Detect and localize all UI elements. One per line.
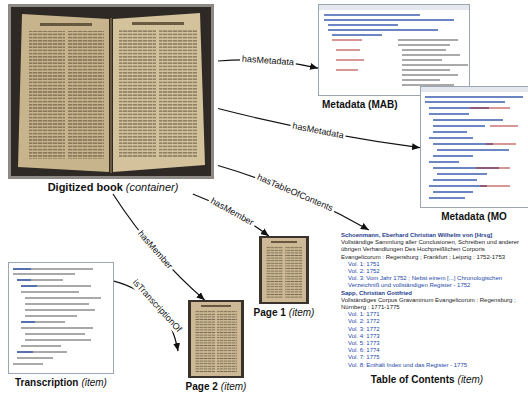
toc-volume: Vol. 6: 1774 [332, 347, 522, 354]
caption-title: Transcription [15, 376, 78, 389]
page-header [40, 23, 92, 26]
toc-title: Vollständige Sammlung aller Conclusionen… [332, 239, 522, 261]
code-lines [13, 269, 101, 364]
item-node: Page 2(item) [178, 300, 254, 393]
photo-background [11, 7, 211, 176]
relation-arrow [218, 109, 420, 148]
caption-title: Digitized book [48, 181, 123, 194]
page-text [217, 310, 237, 372]
code-lines [470, 108, 518, 186]
toc-volume: Vol. 7: 1775 [332, 354, 522, 361]
relation-label: hasTableOfContents [254, 171, 337, 215]
page-text [285, 246, 302, 298]
toc-volume: Vol. 3: 1772 [332, 326, 522, 333]
caption-kind: (item) [221, 380, 247, 393]
relation-arrow [114, 281, 178, 351]
book-photo [8, 4, 214, 179]
caption-title: Table of Contents [371, 373, 455, 386]
caption-kind: (container) [126, 181, 179, 194]
toc-author: Schoenmann, Eberhard Christian Wilhelm v… [332, 232, 522, 239]
relation-arrow [193, 194, 269, 236]
right-page [113, 13, 205, 172]
toc-volume: Vol. 2: 1772 [332, 318, 522, 325]
node-caption: Metadata (MAB) [318, 98, 470, 111]
page-text [159, 30, 197, 158]
page-text [266, 246, 283, 298]
page-header [271, 241, 297, 243]
mods-screenshot [420, 86, 528, 208]
item-node: Metadata (MO [420, 86, 528, 223]
scan-ground [259, 236, 309, 304]
page-text [119, 30, 156, 158]
transcription-screenshot [8, 262, 114, 374]
page-2-scan [188, 300, 244, 378]
code-lines [425, 97, 523, 198]
toc-volume: Vol. 8: Enthält Index und das Register -… [332, 362, 522, 369]
book-spine [110, 18, 112, 173]
caption-title: Metadata (MAB) [322, 98, 398, 111]
node-caption: Table of Contents(item) [330, 373, 524, 386]
caption-kind: (item) [458, 373, 484, 386]
code-lines [398, 40, 468, 85]
page-text [195, 310, 215, 372]
caption-title: Page 2 [186, 380, 218, 393]
page-header [132, 22, 184, 25]
toc-volume: Vol. 2: 1752 [332, 268, 522, 275]
page-header [201, 305, 231, 307]
screenshot-frame [421, 87, 528, 208]
relation-arrow [113, 194, 205, 300]
toc-author: Sapp, Christian Gottfried [332, 290, 522, 297]
screenshot-bar [421, 87, 528, 92]
toc-volume: Vol. 5: 1773 [332, 340, 522, 347]
caption-kind: (item) [289, 306, 315, 319]
caption-title: Metadata (MO [441, 210, 507, 223]
photo-ground [8, 4, 214, 179]
page-text [68, 31, 104, 159]
caption-kind: (item) [81, 376, 107, 389]
toc-panel: Schoenmann, Eberhard Christian Wilhelm v… [332, 232, 522, 369]
toc-volume: Vol. 4: 1773 [332, 333, 522, 340]
node-caption: Metadata (MO [420, 210, 528, 223]
node-caption: Transcription(item) [8, 376, 114, 389]
toc-volume: Vol. 1: 1771 [332, 311, 522, 318]
relation-label: hasMetadata [290, 120, 347, 141]
code-lines [324, 15, 454, 35]
screenshot-frame [9, 263, 114, 374]
caption-title: Page 1 [254, 306, 286, 319]
scan-page [262, 238, 306, 302]
screenshot-frame [319, 5, 470, 96]
scan-ground [188, 300, 244, 378]
relation-label: hasMember [134, 227, 176, 273]
code-lines [332, 40, 364, 70]
node-caption: Page 1(item) [246, 306, 322, 319]
relation-arrow [218, 166, 369, 231]
relation-label: hasMetadata [240, 53, 297, 68]
relation-arrow [218, 60, 318, 68]
item-node: Metadata (MAB) [318, 4, 470, 111]
node-caption: Page 2(item) [178, 380, 254, 393]
mab-screenshot [318, 4, 470, 96]
item-node: Transcription(item) [8, 262, 114, 389]
toc-volume: Vol. 3: Vom Jahr 1752 ; Nebst einem [...… [332, 275, 522, 289]
screenshot-bar [319, 5, 469, 10]
node-caption: Digitized book(container) [8, 181, 218, 194]
page-1-scan [259, 236, 309, 304]
code-lines [13, 269, 37, 352]
item-node: Page 1(item) [246, 236, 322, 319]
toc-title: Vollständiges Corpus Gravaminum Evangeli… [332, 297, 522, 311]
scan-page [191, 302, 241, 376]
page-text [29, 31, 65, 159]
relation-label: isTranscriptionOf [129, 276, 185, 336]
relation-label: hasMember [207, 195, 257, 230]
item-node: Digitized book(container) [8, 4, 218, 194]
left-page [18, 14, 109, 172]
toc-volume: Vol. 1: 1751 [332, 261, 522, 268]
